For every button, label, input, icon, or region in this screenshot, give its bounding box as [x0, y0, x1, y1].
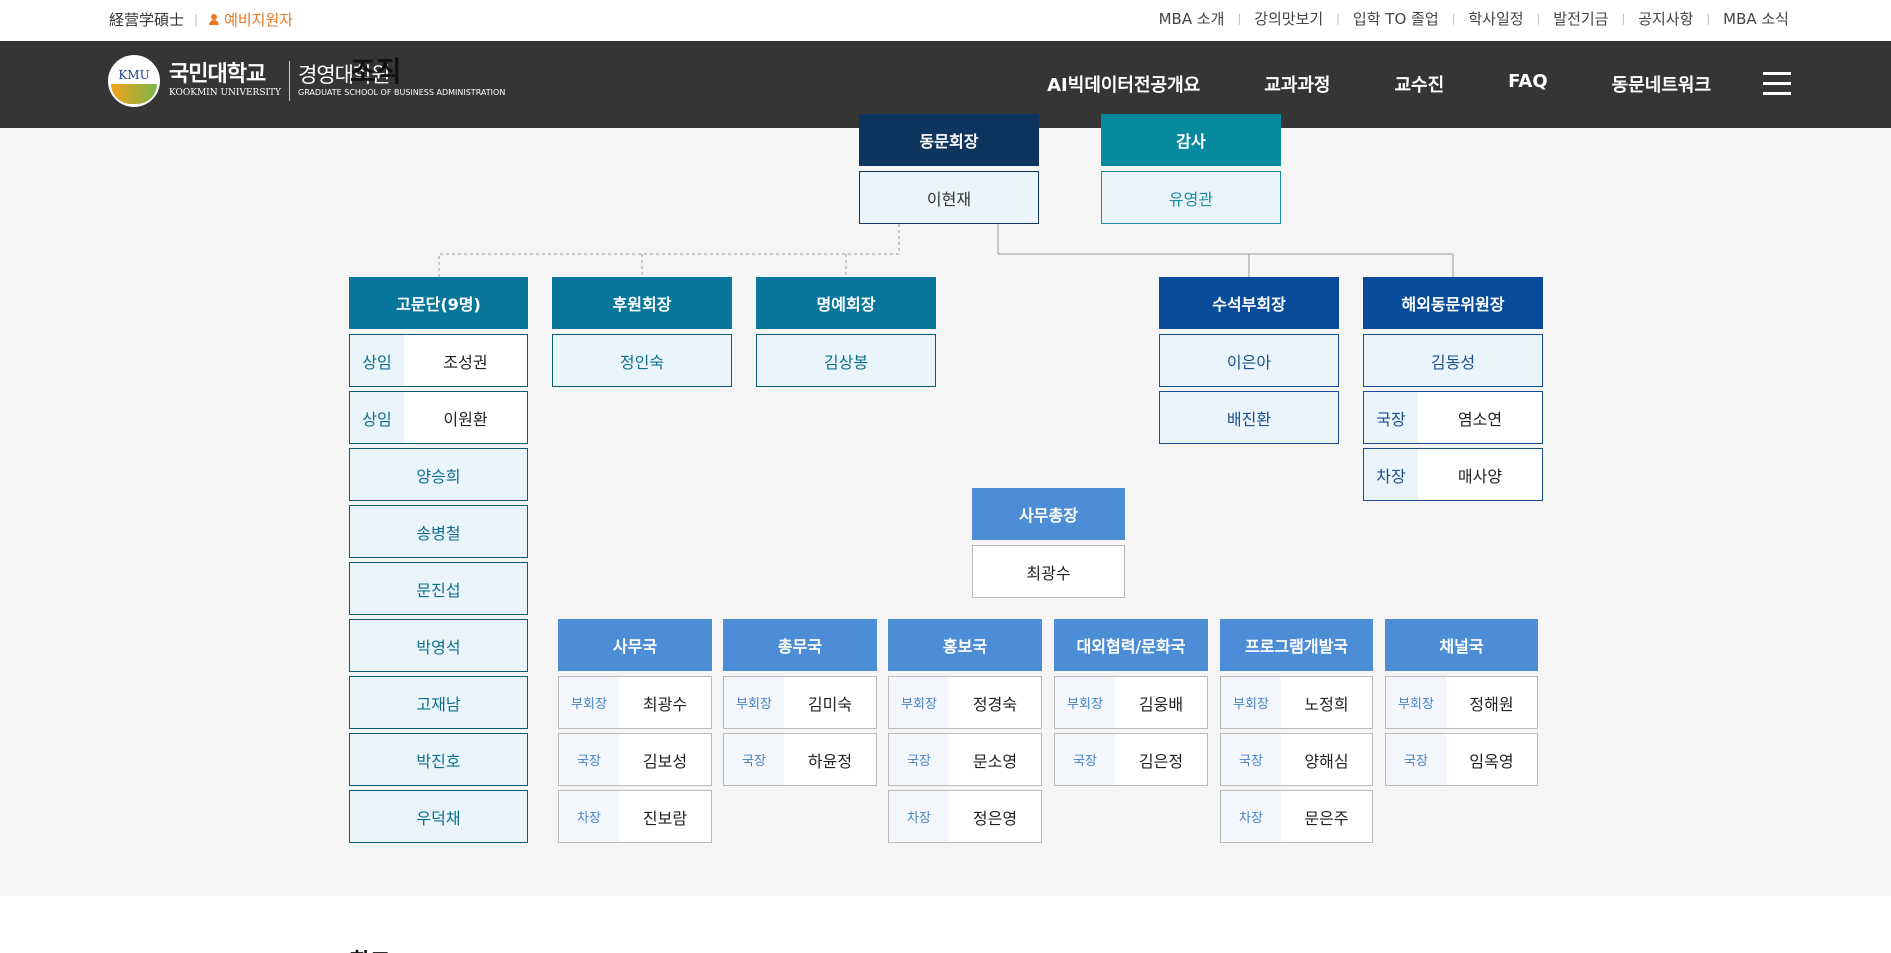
senior-vp-name: 이은아	[1159, 334, 1339, 387]
separator: |	[1451, 12, 1456, 25]
sponsor-name: 정인숙	[552, 334, 732, 387]
advisor-member: 상임 조성권	[349, 334, 528, 387]
graduate-school-name: 경영대학원	[298, 63, 391, 87]
org-chart: 동문회장 이현재 감사 유영관 고문단(9명) 상임 조성권 상임 이원환 양승…	[0, 114, 1891, 896]
senior-vp-title: 수석부회장	[1159, 277, 1339, 329]
util-link-news[interactable]: MBA 소식	[1723, 10, 1789, 28]
president-title: 동문회장	[859, 114, 1039, 166]
advisor-member: 문진섭	[349, 562, 528, 615]
bureau-title: 사무국	[558, 619, 712, 671]
bureau-title: 총무국	[723, 619, 877, 671]
util-link-fund[interactable]: 발전기금	[1553, 10, 1609, 28]
overseas-title: 해외동문위원장	[1363, 277, 1543, 329]
bureau-title: 채널국	[1385, 619, 1538, 671]
advisor-member: 상임 이원환	[349, 391, 528, 444]
separator: |	[1237, 12, 1242, 25]
advisor-member: 송병철	[349, 505, 528, 558]
auditor-title: 감사	[1101, 114, 1281, 166]
util-link-schedule[interactable]: 학사일정	[1468, 10, 1524, 28]
advisor-member: 우덕채	[349, 790, 528, 843]
utility-left: 経营学碩士 | 예비지원자	[109, 9, 293, 30]
senior-vp-name: 배진환	[1159, 391, 1339, 444]
utility-links: MBA 소개 | 강의맛보기 | 입학 TO 졸업 | 학사일정 | 발전기금 …	[1159, 8, 1789, 29]
logo-divider	[289, 61, 290, 101]
section-title: 조직	[350, 55, 402, 88]
separator: |	[1536, 12, 1541, 25]
overseas-member: 국장 염소연	[1363, 391, 1543, 444]
secretary-general-name: 최광수	[972, 545, 1125, 598]
menu-faculty[interactable]: 교수진	[1394, 75, 1445, 96]
graduate-school-name-en: GRADUATE SCHOOL OF BUSINESS ADMINISTRATI…	[298, 88, 506, 97]
menu-ai-bigdata[interactable]: AI빅데이터전공개요	[1047, 75, 1201, 96]
secretary-general-title: 사무총장	[972, 488, 1125, 540]
overseas-member: 차장 매사양	[1363, 448, 1543, 501]
honorary-name: 김상봉	[756, 334, 936, 387]
separator: |	[1621, 12, 1626, 25]
advisor-member: 고재남	[349, 676, 528, 729]
bureau-title: 대외협력/문화국	[1054, 619, 1208, 671]
main-header: KMU 국민대학교 KOOKMIN UNIVERSITY 경영대학원 GRADU…	[0, 41, 1891, 128]
org-connector-lines	[438, 224, 1454, 277]
menu-alumni-network[interactable]: 동문네트워크	[1611, 75, 1711, 96]
next-section	[0, 896, 1891, 953]
main-menu: AI빅데이터전공개요 교과과정 교수진 FAQ 동문네트워크	[983, 71, 1711, 97]
menu-faq[interactable]: FAQ	[1508, 71, 1548, 92]
honorary-title: 명예회장	[756, 277, 936, 329]
separator: |	[194, 12, 199, 27]
bureau-title: 홍보국	[888, 619, 1042, 671]
separator: |	[1336, 12, 1340, 25]
advisor-member: 박진호	[349, 733, 528, 786]
university-name: 국민대학교	[169, 62, 266, 87]
prospect-label: 예비지원자	[224, 11, 294, 29]
next-section-title: 학교	[350, 944, 390, 953]
util-link-notice[interactable]: 공지사항	[1638, 10, 1694, 28]
separator: |	[1706, 12, 1711, 25]
prospect-link[interactable]: 예비지원자	[208, 9, 293, 30]
overseas-chair-name: 김동성	[1363, 334, 1543, 387]
menu-curriculum[interactable]: 교과과정	[1264, 75, 1331, 96]
util-link-admission[interactable]: 입학 TO 졸업	[1352, 10, 1439, 28]
utility-bar: 経营学碩士 | 예비지원자 MBA 소개 | 강의맛보기 | 입학 TO 졸업 …	[0, 0, 1891, 41]
util-link-lecture-preview[interactable]: 강의맛보기	[1254, 10, 1324, 28]
bureau-title: 프로그램개발국	[1220, 619, 1373, 671]
advisor-member: 양승희	[349, 448, 528, 501]
university-name-en: KOOKMIN UNIVERSITY	[169, 88, 281, 98]
university-emblem-icon: KMU	[108, 55, 160, 107]
advisor-member: 박영석	[349, 619, 528, 672]
hamburger-menu-icon[interactable]	[1763, 72, 1791, 96]
person-icon	[208, 13, 220, 26]
sponsor-title: 후원회장	[552, 277, 732, 329]
util-link-mba-intro[interactable]: MBA 소개	[1158, 10, 1225, 28]
site-logo[interactable]: KMU 국민대학교 KOOKMIN UNIVERSITY 경영대학원 GRADU…	[108, 55, 505, 107]
motto-text: 経营学碩士	[109, 11, 185, 29]
auditor-name: 유영관	[1101, 171, 1281, 224]
advisors-title: 고문단(9명)	[349, 277, 528, 329]
president-name: 이현재	[859, 171, 1039, 224]
